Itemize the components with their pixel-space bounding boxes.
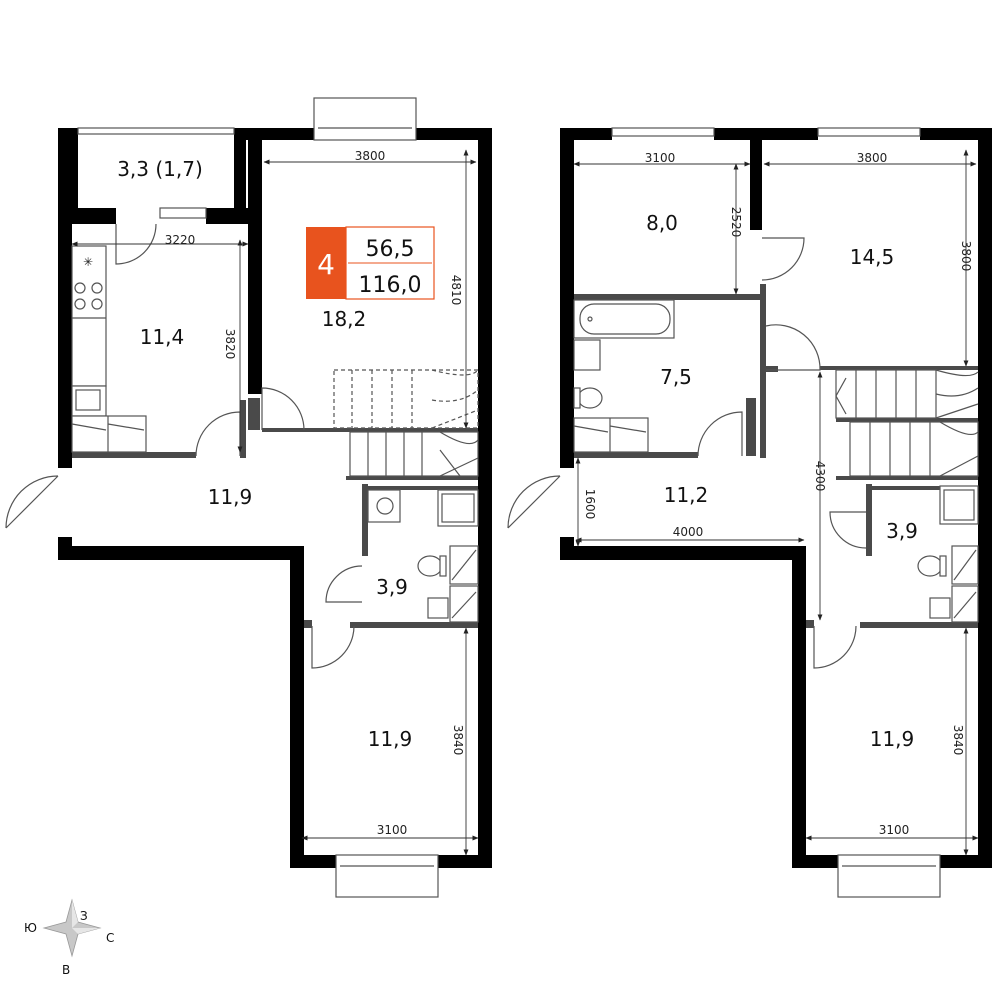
compass-north-label: З [80,909,88,923]
dim-kitchen-depth: 3820 [223,329,237,360]
svg-text:✳: ✳ [83,255,93,269]
compass-south-label: В [62,963,70,977]
kitchen-units: ✳ [71,245,147,453]
bathroom-area-floor-2: 7,5 [660,365,692,389]
living-area-value: 56,5 [366,237,415,262]
dimensions-floor-1 [71,149,479,856]
dim-bedroom-width-floor-2: 3100 [879,823,910,837]
window [77,127,235,135]
floor-1-doors [5,223,363,669]
compass-west-label: Ю [24,921,37,935]
floor-2-inner-walls [574,284,978,628]
rooms-badge [306,227,346,299]
dim-room-a-depth: 2520 [729,207,743,238]
dimensions-floor-2 [573,149,979,856]
floor-2: 8,0 14,5 7,5 11,2 3,9 11,9 3100 2520 380… [507,127,992,898]
dim-living-width: 3800 [355,149,386,163]
dim-stair-depth: 4300 [813,461,827,492]
balcony-area: 3,3 (1,7) [117,157,203,181]
bedroom-area-floor-1: 11,9 [368,727,413,751]
bathroom-2-area-floor-2: 3,9 [886,519,918,543]
stairs-floor-1 [333,369,479,477]
room-a-area: 8,0 [646,211,678,235]
bathroom-fixtures-floor-1 [367,489,479,623]
dim-bedroom-depth-floor-1: 3840 [451,725,465,756]
bathroom-fixtures-floor-2 [573,299,979,623]
floor-2-doors [507,237,867,669]
bedroom-area-floor-2: 11,9 [870,727,915,751]
window [159,207,207,219]
dim-living-depth: 4810 [449,275,463,306]
living-room-area: 18,2 [322,307,367,331]
bathroom-area-floor-1: 3,9 [376,575,408,599]
window [837,854,941,898]
window [611,127,715,137]
total-area-value: 116,0 [359,273,422,298]
rooms-count: 4 [317,248,335,281]
dim-hall-width: 4000 [673,525,704,539]
stairs-floor-2 [835,369,979,477]
window [817,127,921,137]
floor-2-outer-walls [560,128,992,868]
floor-1-inner-walls [72,398,478,628]
floor-1: ✳ [5,97,492,898]
floor-1-outer-walls [58,128,492,868]
dim-kitchen-width: 3220 [165,233,196,247]
dim-bedroom-width-floor-1: 3100 [377,823,408,837]
area-badge: 4 56,5 116,0 [306,226,435,300]
compass-east-label: С [106,931,114,945]
dim-room-b-width: 3800 [857,151,888,165]
dim-room-a-width: 3100 [645,151,676,165]
window [335,854,439,898]
compass-rose: З Ю С В [24,898,114,977]
window [313,97,417,141]
room-b-area: 14,5 [850,245,895,269]
dim-room-b-depth: 3800 [959,241,973,272]
dim-bedroom-depth-floor-2: 3840 [951,725,965,756]
hall-area-floor-1: 11,9 [208,485,253,509]
dim-hall-depth: 1600 [583,489,597,520]
kitchen-area: 11,4 [140,325,185,349]
hall-area-floor-2: 11,2 [664,483,709,507]
